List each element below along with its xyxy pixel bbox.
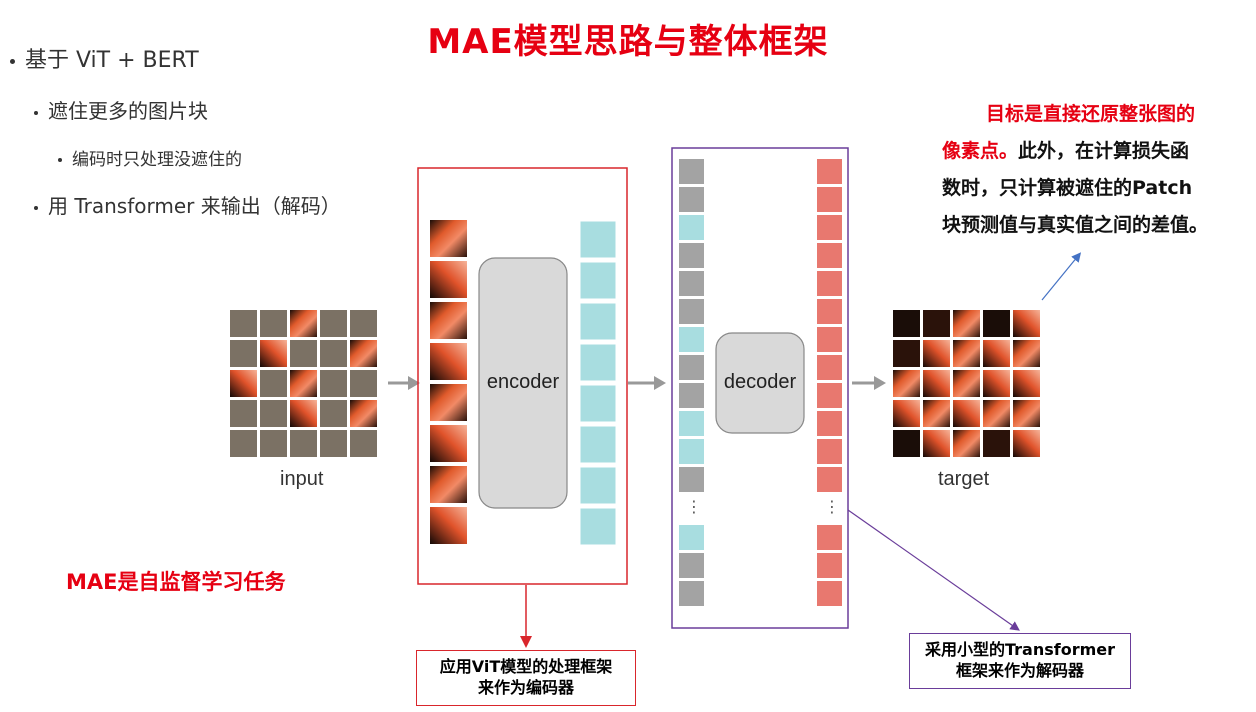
masked-patch bbox=[320, 400, 347, 427]
masked-patch bbox=[260, 400, 287, 427]
masked-patch bbox=[230, 430, 257, 457]
masked-patch bbox=[350, 430, 377, 457]
bullet-level3: 编码时只处理没遮住的 bbox=[58, 145, 242, 170]
masked-patch bbox=[230, 340, 257, 367]
encoder-label: encoder bbox=[486, 371, 560, 393]
visible-patch bbox=[350, 340, 377, 367]
note-text: 此外，在计算损失函 bbox=[1018, 140, 1190, 162]
ellipsis-right: ⋮ bbox=[824, 497, 840, 516]
callout-text: 采用小型的Transformer bbox=[924, 640, 1116, 659]
bullet-text: 基于 ViT + BERT bbox=[25, 48, 199, 73]
masked-patch bbox=[290, 430, 317, 457]
note-text: 数时，只计算被遮住的Patch bbox=[942, 177, 1193, 199]
bullet-level1: 基于 ViT + BERT bbox=[10, 42, 199, 74]
target-note: 目标是直接还原整张图的 像素点。此外，在计算损失函 数时，只计算被遮住的Patc… bbox=[942, 96, 1252, 244]
input-label: input bbox=[280, 468, 324, 490]
decoder-output-column bbox=[817, 159, 842, 606]
visible-patch bbox=[290, 400, 317, 427]
visible-patch bbox=[260, 340, 287, 367]
masked-patch bbox=[230, 310, 257, 337]
visible-patch bbox=[230, 370, 257, 397]
masked-patch bbox=[320, 340, 347, 367]
encoder-frame bbox=[417, 167, 628, 585]
note-red-text: 目标是直接还原整张图的 bbox=[986, 103, 1196, 125]
page-title: MAE模型思路与整体框架 bbox=[427, 22, 829, 62]
arrow-decoder-to-target bbox=[852, 376, 886, 390]
callout-text: 应用ViT模型的处理框架 bbox=[439, 657, 613, 676]
masked-patch bbox=[320, 310, 347, 337]
bullet-dot-icon bbox=[58, 158, 62, 162]
bullet-dot-icon bbox=[10, 58, 15, 64]
callout-text: 框架来作为解码器 bbox=[955, 661, 1084, 680]
target-grid bbox=[893, 310, 1040, 457]
visible-patch bbox=[290, 310, 317, 337]
bullet-text: 编码时只处理没遮住的 bbox=[72, 150, 242, 170]
encoded-token-column bbox=[579, 220, 617, 546]
visible-patch bbox=[350, 400, 377, 427]
arrow-input-to-encoder bbox=[388, 376, 420, 390]
bullet-text: 用 Transformer 来输出（解码） bbox=[48, 194, 341, 218]
decoder-block bbox=[715, 332, 805, 434]
masked-patch bbox=[320, 430, 347, 457]
decoder-callout-arrow bbox=[847, 509, 1020, 631]
arrow-encoder-to-decoder bbox=[628, 376, 666, 390]
target-label: target bbox=[938, 468, 990, 490]
masked-patch bbox=[260, 430, 287, 457]
masked-patch bbox=[320, 370, 347, 397]
masked-patch bbox=[230, 400, 257, 427]
masked-patch bbox=[350, 310, 377, 337]
masked-patch bbox=[260, 310, 287, 337]
masked-patch bbox=[290, 340, 317, 367]
note-text: 块预测值与真实值之间的差值。 bbox=[942, 214, 1209, 236]
bullet-dot-icon bbox=[34, 205, 38, 210]
note-red-text: 像素点。 bbox=[942, 140, 1019, 162]
bullet-level2: 用 Transformer 来输出（解码） bbox=[34, 190, 341, 219]
self-supervised-note: MAE是自监督学习任务 bbox=[66, 570, 286, 594]
visible-patch bbox=[290, 370, 317, 397]
decoder-input-column bbox=[679, 159, 704, 606]
visible-patch-column bbox=[430, 220, 467, 544]
callout-text: 来作为编码器 bbox=[477, 678, 574, 697]
encoder-block bbox=[478, 257, 568, 509]
input-grid bbox=[230, 310, 377, 457]
target-note-arrow bbox=[1041, 252, 1082, 301]
bullet-dot-icon bbox=[34, 110, 38, 115]
masked-patch bbox=[260, 370, 287, 397]
bullet-level2: 遮住更多的图片块 bbox=[34, 95, 208, 124]
encoder-callout: 应用ViT模型的处理框架 来作为编码器 bbox=[416, 650, 636, 706]
decoder-label: decoder bbox=[723, 371, 797, 393]
bullet-text: 遮住更多的图片块 bbox=[48, 99, 208, 123]
decoder-frame bbox=[671, 147, 849, 629]
decoder-callout: 采用小型的Transformer 框架来作为解码器 bbox=[909, 633, 1131, 689]
ellipsis-left: ⋮ bbox=[686, 497, 702, 516]
masked-patch bbox=[350, 370, 377, 397]
